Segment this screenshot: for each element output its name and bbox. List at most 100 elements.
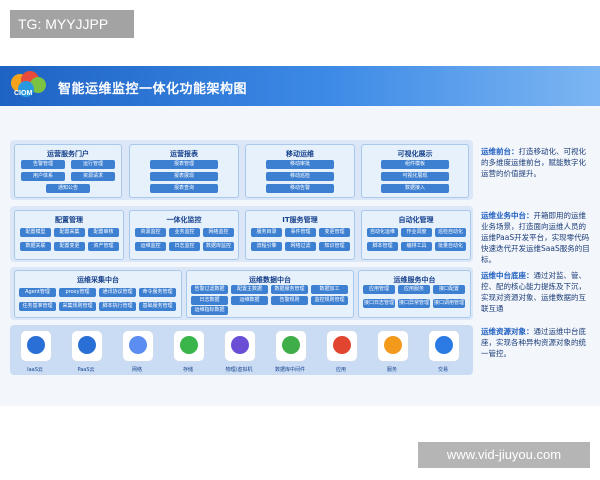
- module-pill[interactable]: 编排工具: [401, 242, 432, 251]
- side-note-text: 打造移动化、可视化的多维度运维前台，赋能数字化运营的价值提升。: [481, 147, 586, 178]
- box-itsm: IT服务管理 服务目录 事件管理 变更管理 流程引擎 网络过滤 知识管理: [245, 210, 355, 260]
- module-pill[interactable]: 报表查询: [150, 184, 218, 193]
- module-pill[interactable]: 通讯协议管理: [99, 288, 136, 297]
- resource-network[interactable]: [122, 330, 154, 362]
- module-pill[interactable]: 日志数据: [191, 296, 228, 305]
- box-config: 配置管理 配置模型 配置采集 配置审核 数据关联 配置变更 资产管理: [14, 210, 124, 260]
- module-pill[interactable]: 变更管理: [319, 228, 350, 237]
- box-visualization: 可视化展示 组件模板 可视化展现 数据接入: [361, 144, 469, 198]
- module-pill[interactable]: 资产管理: [88, 242, 119, 251]
- module-pill[interactable]: 可视化展现: [381, 172, 449, 181]
- service-icon: [384, 336, 402, 354]
- resource-paas[interactable]: [71, 330, 103, 362]
- module-pill[interactable]: 网络监控: [203, 228, 234, 237]
- module-pill[interactable]: 数据关联: [20, 242, 51, 251]
- module-pill[interactable]: 配置模型: [20, 228, 51, 237]
- module-pill[interactable]: 监控规则管理: [311, 296, 348, 305]
- module-pill[interactable]: 命令服务管理: [139, 288, 176, 297]
- resource-label: 服务: [386, 367, 397, 373]
- box-mobile: 移动运维 移动审批 移动巡检 移动告警: [245, 144, 355, 198]
- side-note-text: 通过对监、管、控、配的核心能力提炼及下沉，实现对资源对象、运维数据的互联互通: [481, 271, 586, 313]
- side-note-head: 运维中台底座：: [481, 271, 534, 280]
- module-pill[interactable]: 告警过滤数据: [191, 285, 228, 294]
- network-icon: [129, 336, 147, 354]
- module-pill[interactable]: 运维数据: [231, 296, 268, 305]
- resource-label: PaaS云: [77, 367, 95, 373]
- module-pill[interactable]: 资源监控: [135, 228, 166, 237]
- box-title: 运营报表: [170, 150, 198, 158]
- module-pill[interactable]: 基础服务管理: [139, 302, 176, 311]
- resource-label: IaaS云: [27, 367, 43, 373]
- module-pill[interactable]: 配置变更: [54, 242, 85, 251]
- module-pill[interactable]: 采集规则管理: [59, 302, 96, 311]
- module-pill[interactable]: 用户体系: [21, 172, 65, 181]
- module-pill[interactable]: 服务目录: [251, 228, 282, 237]
- module-pill[interactable]: 报表管理: [150, 160, 218, 169]
- module-pill[interactable]: 接口异常管理: [398, 299, 430, 308]
- module-pill[interactable]: 流程引擎: [251, 242, 282, 251]
- resource-service[interactable]: [377, 330, 409, 362]
- module-pill[interactable]: 移动告警: [266, 184, 334, 193]
- module-pill[interactable]: 组件模板: [381, 160, 449, 169]
- resource-iaas[interactable]: [20, 330, 52, 362]
- module-pill[interactable]: 报表展现: [150, 172, 218, 181]
- module-pill[interactable]: 配置审核: [88, 228, 119, 237]
- diagram-title: 智能运维监控一体化功能架构图: [58, 82, 248, 97]
- module-pill[interactable]: 告警管理: [21, 160, 65, 169]
- watermark-top-left: TG: MYYJJPP: [10, 10, 134, 38]
- cloud-icon: [78, 336, 96, 354]
- module-pill[interactable]: 移动巡检: [266, 172, 334, 181]
- module-pill[interactable]: 运行管理: [71, 160, 115, 169]
- module-pill[interactable]: 任务基准管理: [19, 302, 56, 311]
- box-reports: 运营报表 报表管理 报表展现 报表查询: [129, 144, 239, 198]
- module-pill[interactable]: 告警规则: [271, 296, 308, 305]
- box-title: 自动化管理: [398, 216, 434, 224]
- module-pill[interactable]: 应用管理: [363, 285, 395, 294]
- resource-label: 应用: [335, 367, 346, 373]
- module-pill[interactable]: 运维指标数据: [191, 306, 228, 315]
- resource-storage[interactable]: [173, 330, 205, 362]
- resource-middleware[interactable]: [275, 330, 307, 362]
- module-pill[interactable]: 脚本执行管理: [99, 302, 136, 311]
- module-pill[interactable]: 接口日志管理: [363, 299, 395, 308]
- ciom-logo-icon: [11, 71, 46, 97]
- module-pill[interactable]: 知识管理: [319, 242, 350, 251]
- box-monitoring: 一体化监控 资源监控 业务监控 网络监控 运维监控 日志监控 数据库监控: [129, 210, 239, 260]
- module-pill[interactable]: 数据服务管理: [271, 285, 308, 294]
- module-pill[interactable]: Agent管理: [19, 288, 56, 297]
- module-pill[interactable]: 事件管理: [285, 228, 316, 237]
- side-note-text: 通过运维中台底座，实现各种异构资源对象的统一管控。: [481, 327, 586, 358]
- resource-label: 交易: [437, 367, 448, 373]
- module-pill[interactable]: 应用服务: [398, 285, 430, 294]
- module-pill[interactable]: 业务监控: [169, 228, 200, 237]
- box-title: 运维服务中台: [393, 276, 436, 284]
- module-pill[interactable]: 日志监控: [169, 242, 200, 251]
- module-pill[interactable]: 批量自动化: [435, 242, 466, 251]
- module-pill[interactable]: 资源请求: [71, 172, 115, 181]
- module-pill[interactable]: 通知公告: [46, 184, 90, 193]
- side-note-frontend: 运维前台：打造移动化、可视化的多维度运维前台，赋能数字化运营的价值提升。: [481, 146, 593, 179]
- module-pill[interactable]: 配置主数据: [231, 285, 268, 294]
- module-pill[interactable]: 网络过滤: [285, 242, 316, 251]
- module-pill[interactable]: 配置采集: [54, 228, 85, 237]
- resource-transaction[interactable]: [428, 330, 460, 362]
- module-pill[interactable]: 作业调度: [401, 228, 432, 237]
- side-note-head: 运维前台：: [481, 147, 519, 156]
- module-pill[interactable]: 巡检自动化: [435, 228, 466, 237]
- side-note-text: 开箱即用的运维业务场景，打造面向运维人员的运维PaaS开发平台，实现零代码快速迭…: [481, 211, 590, 264]
- transaction-icon: [435, 336, 453, 354]
- module-pill[interactable]: proxy管理: [59, 288, 96, 297]
- module-pill[interactable]: 移动审批: [266, 160, 334, 169]
- module-pill[interactable]: 数据接入: [381, 184, 449, 193]
- module-pill[interactable]: 数据加工: [311, 285, 348, 294]
- module-pill[interactable]: 自动化运维: [367, 228, 398, 237]
- module-pill[interactable]: 接口调用管理: [433, 299, 465, 308]
- resource-application[interactable]: [326, 330, 358, 362]
- module-pill[interactable]: 数据库监控: [203, 242, 234, 251]
- app-icon: [333, 336, 351, 354]
- module-pill[interactable]: 脚本管理: [367, 242, 398, 251]
- module-pill[interactable]: 运维监控: [135, 242, 166, 251]
- resource-vm[interactable]: [224, 330, 256, 362]
- module-pill[interactable]: 接口配置: [433, 285, 465, 294]
- box-title: 运维采集中台: [77, 276, 119, 284]
